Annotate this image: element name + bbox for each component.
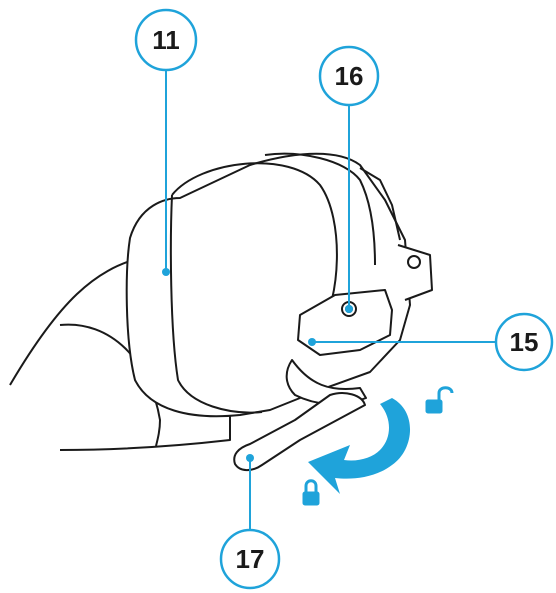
lock-icon [302,479,320,506]
svg-text:15: 15 [510,327,539,357]
leader-dots [162,268,353,462]
callout-16: 16 [318,45,380,107]
adapter-ring [125,152,433,418]
rotation-arrow-icon [308,398,411,494]
callout-11: 11 [134,8,198,72]
callout-17: 17 [219,528,281,590]
callout-15: 15 [494,312,554,372]
leader-lines [165,70,498,530]
lever [233,392,366,472]
unlock-icon [425,386,454,414]
svg-text:16: 16 [335,61,364,91]
svg-text:11: 11 [152,25,180,55]
svg-text:17: 17 [236,544,265,574]
